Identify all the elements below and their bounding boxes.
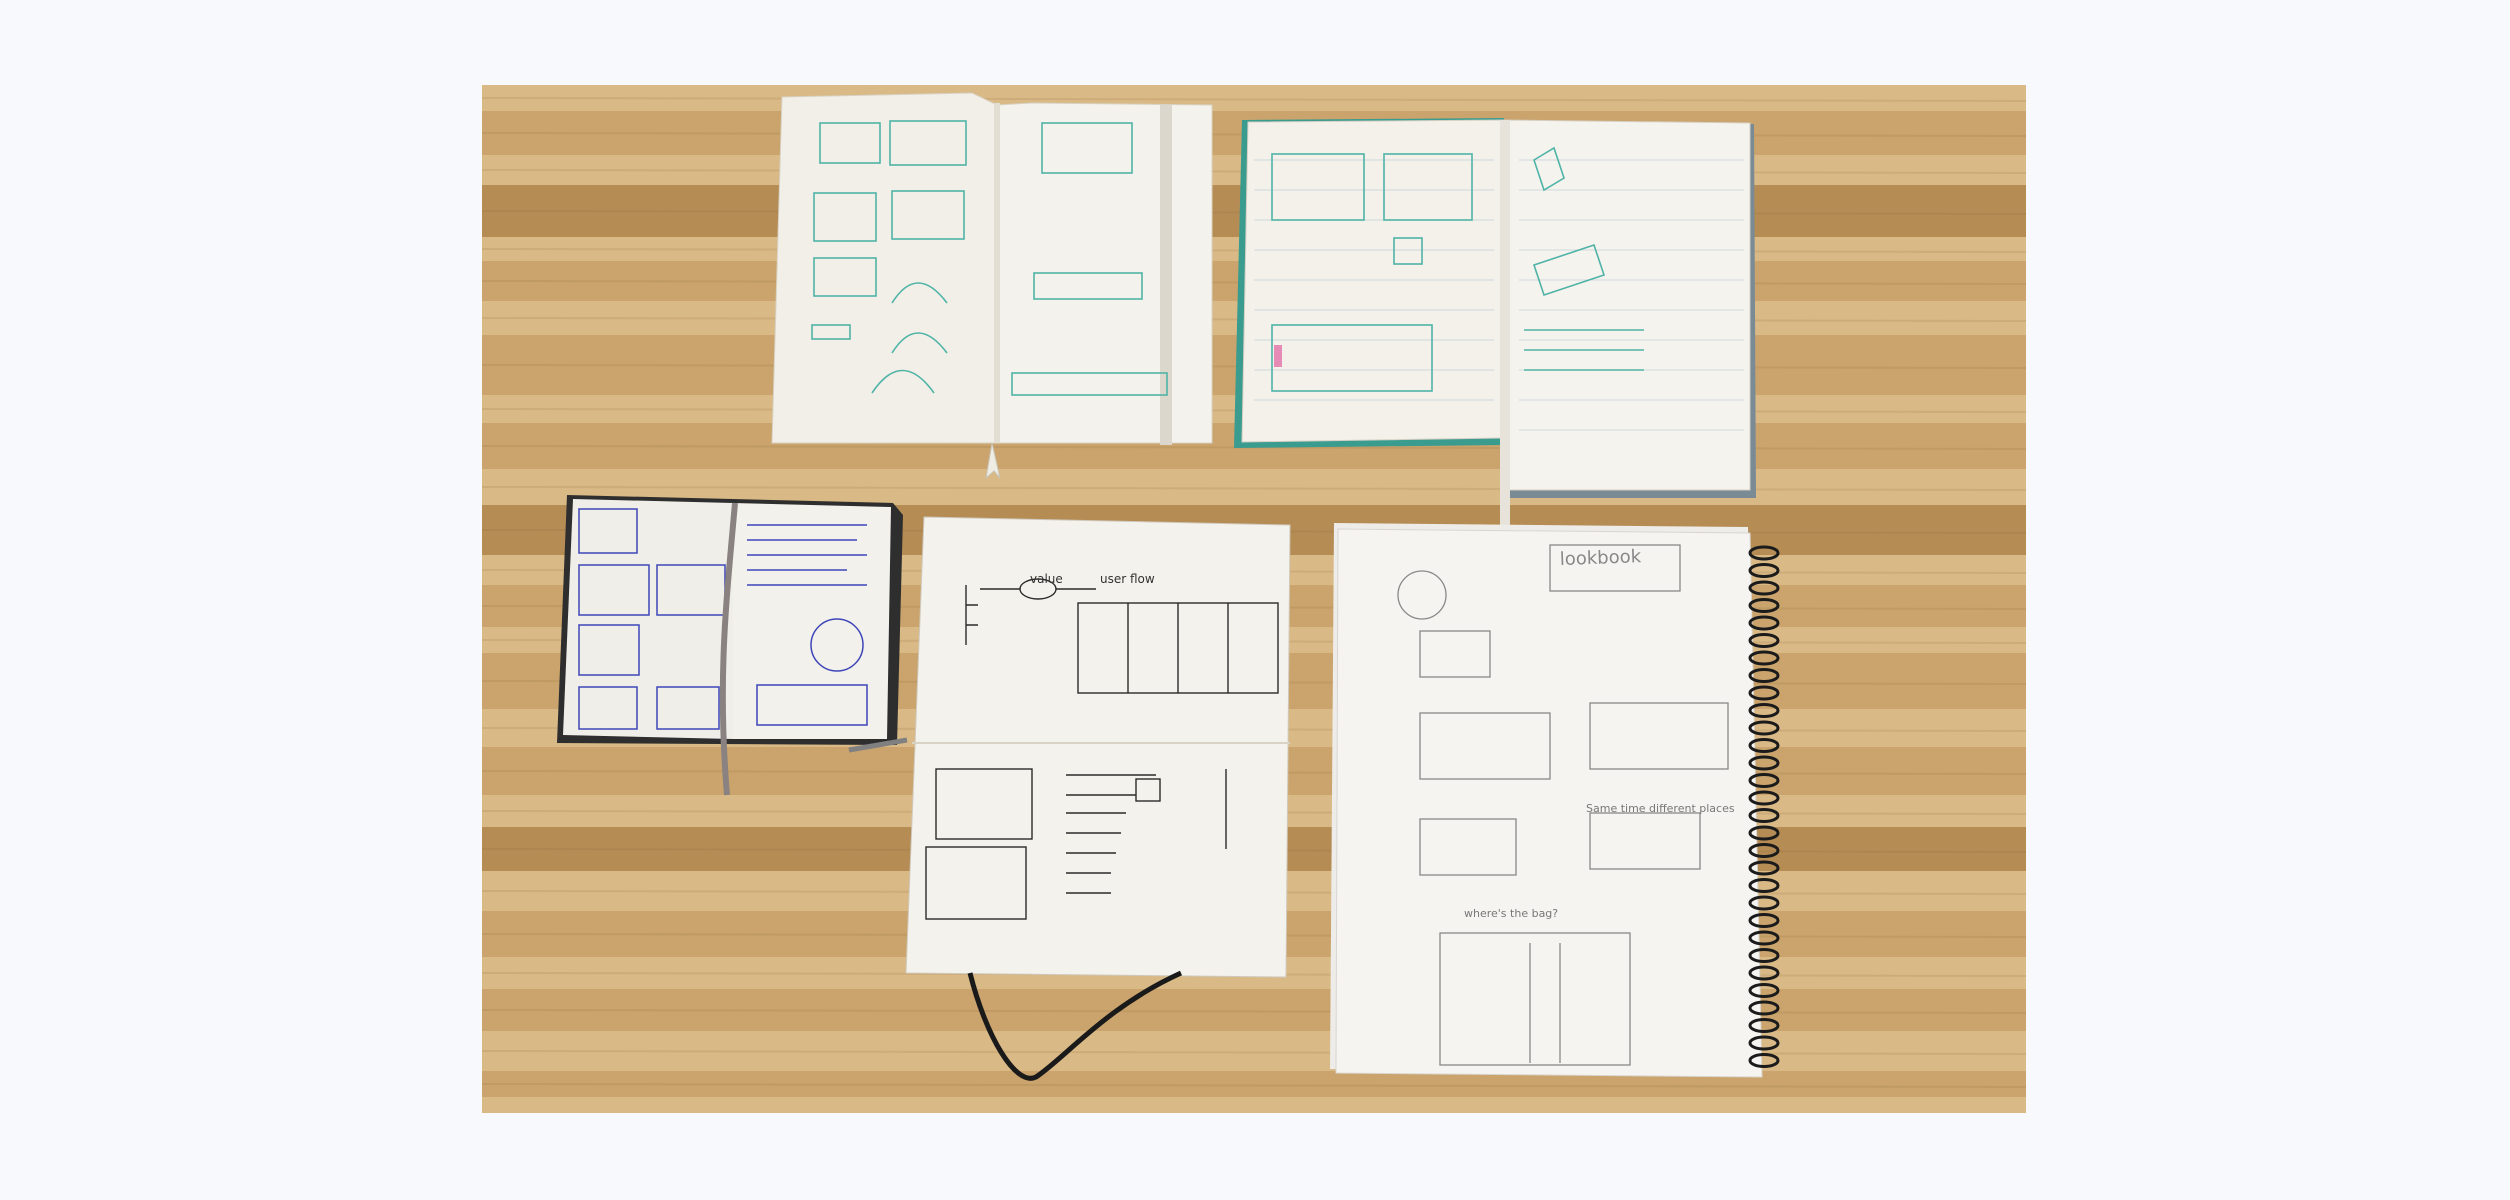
spiral-ring [1748,580,1780,596]
user-value-label: value [1030,572,1063,586]
top-right-notebook [1234,118,1756,540]
photo: lookbook where's the bag? Same time diff… [482,85,2026,1113]
spiral-ring [1748,860,1780,876]
spiral-ring [1748,1053,1780,1068]
lookbook-label: lookbook [1559,546,1642,570]
spiral-ring [1748,720,1780,736]
spiral-ring [1748,668,1780,683]
spiral-ring [1748,650,1780,666]
spiral-ring [1748,930,1780,946]
spiral-ring [1748,965,1780,981]
spiral-ring [1748,913,1780,928]
wood-plank [482,469,2026,505]
spiral-ring [1748,545,1780,561]
spiral-ring [1748,773,1780,788]
spiral-ring [1748,948,1780,963]
wood-plank [482,85,2026,111]
spiral-ring [1748,755,1780,771]
spiral-ring [1748,895,1780,911]
center-notebook [905,516,1291,1081]
wood-plank [482,1097,2026,1113]
spiral-ring [1748,633,1780,648]
user-flow-label: user flow [1100,572,1155,586]
spiral-ring [1748,1018,1780,1033]
spiral-ring [1748,598,1780,613]
small-blue-notebook [557,495,908,796]
top-left-notebook [771,92,1213,480]
spiral-ring [1748,563,1780,578]
spiral-ring [1748,615,1780,631]
spiral-ring [1748,983,1780,998]
spiral-ring [1748,790,1780,806]
where-the-bag-label: where's the bag? [1464,907,1558,920]
spiral-ring [1748,685,1780,701]
spiral-ring [1748,1000,1780,1016]
wood-plank [482,1071,2026,1097]
wood-grain [482,97,2026,102]
same-time-label: Same time different places [1586,802,1735,815]
spiral-ring [1748,808,1780,823]
spiral-ring [1748,1035,1780,1051]
spiral-ring [1748,825,1780,841]
wood-grain [482,1083,2026,1088]
spiral-ring [1748,878,1780,893]
spiral-ring [1748,843,1780,858]
wood-grain [482,486,2026,491]
spiral-sketchbook [1330,523,1780,1078]
spiral-ring [1748,703,1780,718]
spiral-ring [1748,738,1780,753]
